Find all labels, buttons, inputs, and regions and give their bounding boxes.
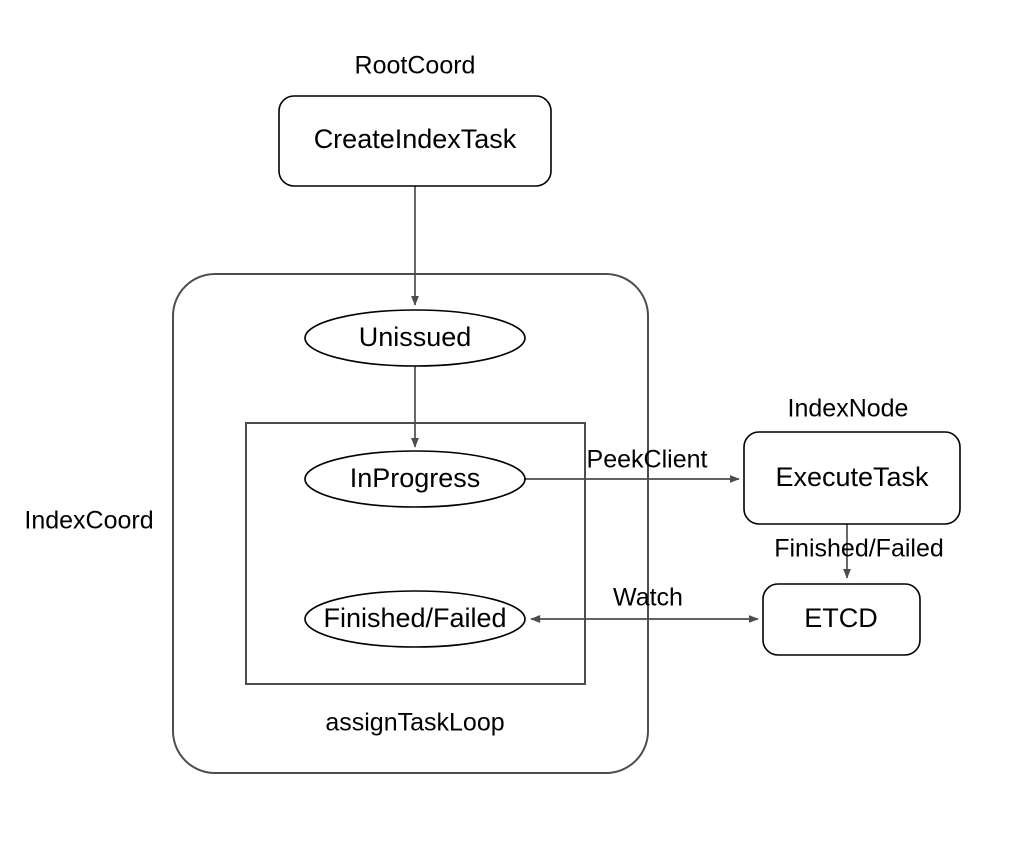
edge-execute-task-to-etcd: Finished/Failed bbox=[774, 524, 944, 579]
index-coord-label: IndexCoord bbox=[24, 507, 153, 535]
unissued-label: Unissued bbox=[359, 322, 472, 352]
unissued-ellipse[interactable] bbox=[304, 309, 526, 367]
in-progress-ellipse[interactable] bbox=[304, 450, 526, 508]
node-etcd[interactable]: ETCD bbox=[762, 583, 921, 656]
edge-etcd-to-finished-failed: Watch bbox=[530, 584, 759, 623]
assign-task-loop-label: assignTaskLoop bbox=[325, 709, 504, 737]
node-execute-task[interactable]: ExecuteTask bbox=[743, 431, 961, 525]
create-index-task-label: CreateIndexTask bbox=[314, 124, 517, 154]
in-progress-label: InProgress bbox=[350, 463, 481, 493]
execute-task-box[interactable] bbox=[743, 431, 961, 525]
node-create-index-task[interactable]: CreateIndexTask bbox=[278, 95, 552, 187]
node-finished-failed[interactable]: Finished/Failed bbox=[304, 590, 526, 648]
etcd-box[interactable] bbox=[762, 583, 921, 656]
finished-failed-ellipse[interactable] bbox=[304, 590, 526, 648]
node-in-progress[interactable]: InProgress bbox=[304, 450, 526, 508]
edge-label-watch: Watch bbox=[613, 584, 683, 612]
finished-failed-label: Finished/Failed bbox=[323, 603, 506, 633]
index-coord-container bbox=[172, 273, 649, 774]
create-index-task-box[interactable] bbox=[278, 95, 552, 187]
edge-in-progress-to-execute-task: PeekClient bbox=[524, 446, 740, 483]
group-index-coord: IndexCoord bbox=[24, 273, 649, 774]
root-coord-label: RootCoord bbox=[355, 52, 476, 80]
execute-task-label: ExecuteTask bbox=[775, 462, 929, 492]
node-unissued[interactable]: Unissued bbox=[304, 309, 526, 367]
index-node-label: IndexNode bbox=[788, 395, 909, 423]
etcd-label: ETCD bbox=[804, 603, 878, 633]
edge-label-finished-failed: Finished/Failed bbox=[774, 535, 944, 563]
edge-label-peekclient: PeekClient bbox=[587, 446, 708, 474]
